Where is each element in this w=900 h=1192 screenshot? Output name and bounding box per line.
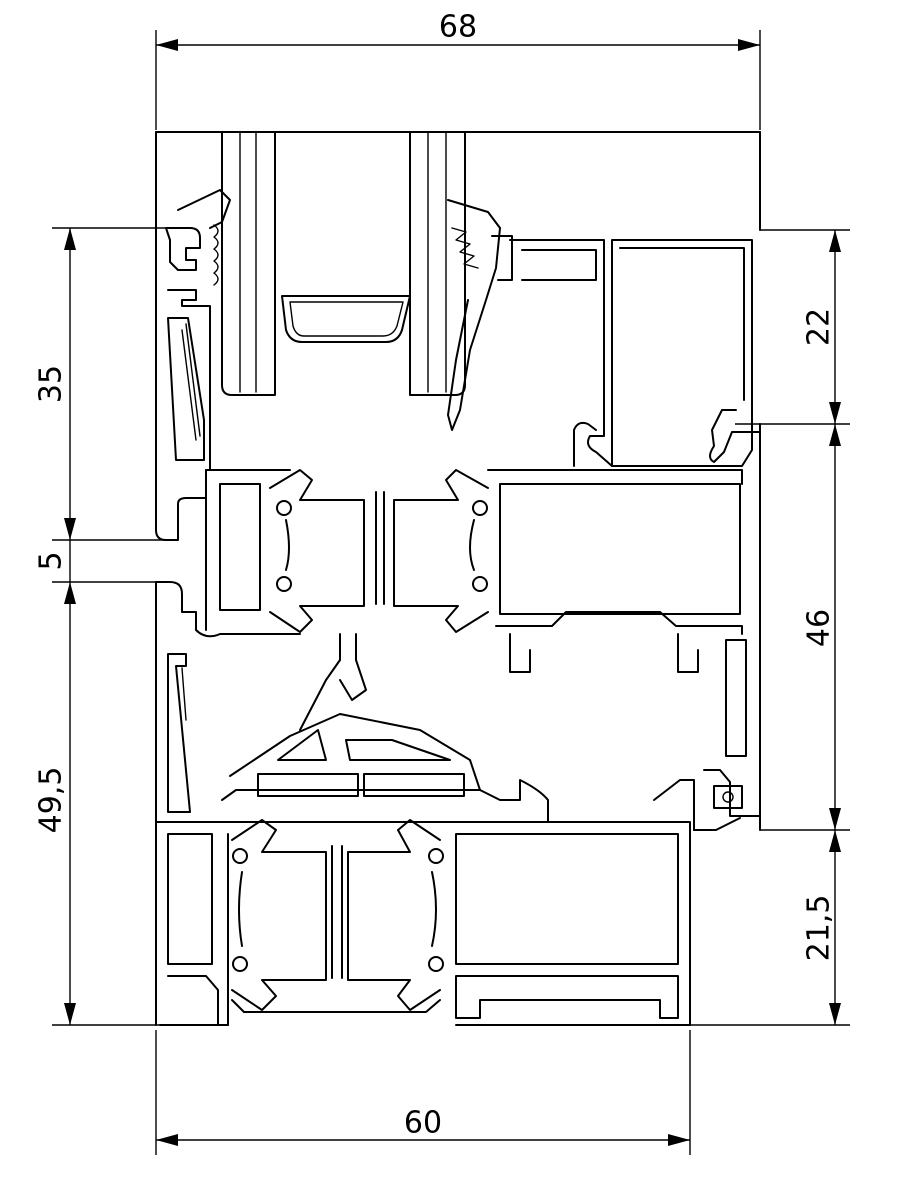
dim-label-35: 35 xyxy=(34,365,69,403)
dim-label-22: 22 xyxy=(802,308,837,346)
dimension-overall-width: 68 xyxy=(155,10,761,130)
dimension-right-chain: 22 46 21,5 xyxy=(690,229,850,1026)
left-glazing-bead xyxy=(165,189,231,471)
frame-middle-profile xyxy=(155,227,747,757)
dim-label-68: 68 xyxy=(439,10,477,45)
dimension-left-chain: 35 5 49,5 xyxy=(34,227,170,1026)
dim-label-21-5: 21,5 xyxy=(802,895,837,962)
dim-label-60: 60 xyxy=(404,1106,442,1141)
dim-label-46: 46 xyxy=(802,609,837,647)
lower-left-bead xyxy=(155,581,191,1026)
dim-label-5: 5 xyxy=(34,551,69,570)
dimension-frame-width: 60 xyxy=(155,1030,691,1155)
center-seal xyxy=(229,633,481,797)
frame-bottom-profile xyxy=(155,779,695,1026)
dim-label-49-5: 49,5 xyxy=(34,767,69,834)
right-gasket xyxy=(447,199,513,431)
sash-outer-profile xyxy=(509,239,761,467)
right-lower-seal xyxy=(693,423,761,831)
glazing-unit xyxy=(155,131,761,396)
